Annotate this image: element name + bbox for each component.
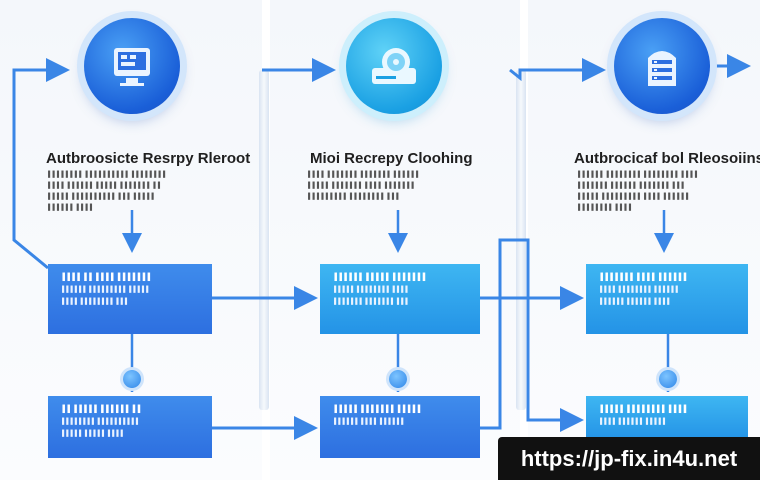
column-1-step-box: ▐▐▐▐ ▐▐ ▐▐▐▐ ▐▐▐▐▐▐▐ ▐▐▐▐▐▐ ▐▐▐▐▐▐▐▐▐ ▐▐… — [48, 264, 212, 334]
column-3-step-box: ▐▐▐▐▐▐▐ ▐▐▐▐ ▐▐▐▐▐▐ ▐▐▐▐ ▐▐▐▐▐▐▐▐ ▐▐▐▐▐▐… — [586, 264, 748, 334]
column-1-icon-circle — [84, 18, 180, 114]
column-separator — [259, 70, 269, 410]
column-2-description: ▐▐▐▐ ▐▐▐▐▐▐▐ ▐▐▐▐▐▐▐ ▐▐▐▐▐▐ ▐▐▐▐▐ ▐▐▐▐▐▐… — [306, 172, 419, 200]
column-3-node — [659, 370, 677, 388]
column-3-result-box: ▐▐▐▐▐ ▐▐▐▐▐▐▐▐ ▐▐▐▐ ▐▐▐▐ ▐▐▐▐▐▐ ▐▐▐▐▐ — [586, 396, 748, 440]
column-2-result-box: ▐▐▐▐▐ ▐▐▐▐▐▐▐ ▐▐▐▐▐ ▐▐▐▐▐▐ ▐▐▐▐ ▐▐▐▐▐▐ — [320, 396, 480, 458]
column-3-title: Autbrocicaf bol Rleosoiins — [574, 150, 760, 167]
connector-loop-left — [12, 58, 70, 270]
column-2-icon-circle — [346, 18, 442, 114]
column-3-description: ▐▐▐▐▐▐ ▐▐▐▐▐▐▐▐ ▐▐▐▐▐▐▐▐ ▐▐▐▐ ▐▐▐▐▐▐▐ ▐▐… — [576, 172, 698, 211]
column-1-node — [123, 370, 141, 388]
connector-top-3 — [509, 58, 606, 82]
column-1-result-box: ▐▐ ▐▐▐▐▐ ▐▐▐▐▐▐ ▐▐ ▐▐▐▐▐▐▐▐ ▐▐▐▐▐▐▐▐▐▐ ▐… — [48, 396, 212, 458]
column-2-node — [389, 370, 407, 388]
hard-drive-icon — [372, 48, 416, 84]
server-rack-icon — [648, 51, 676, 86]
column-2-step-box: ▐▐▐▐▐▐ ▐▐▐▐▐ ▐▐▐▐▐▐▐ ▐▐▐▐▐ ▐▐▐▐▐▐▐▐ ▐▐▐▐… — [320, 264, 480, 334]
column-1-description: ▐▐▐▐▐▐▐▐ ▐▐▐▐▐▐▐▐▐▐ ▐▐▐▐▐▐▐▐ ▐▐▐▐ ▐▐▐▐▐▐… — [46, 172, 166, 211]
column-2-title: Mioi Recrepy Cloohing — [310, 150, 473, 167]
connector-bottom-2-3 — [480, 238, 584, 432]
column-3-icon-circle — [614, 18, 710, 114]
computer-monitor-icon — [114, 48, 150, 86]
column-1-title: Autbroosicte Resrpy Rleroot — [46, 150, 251, 167]
watermark-url: https://jp-fix.in4u.net — [498, 437, 760, 480]
